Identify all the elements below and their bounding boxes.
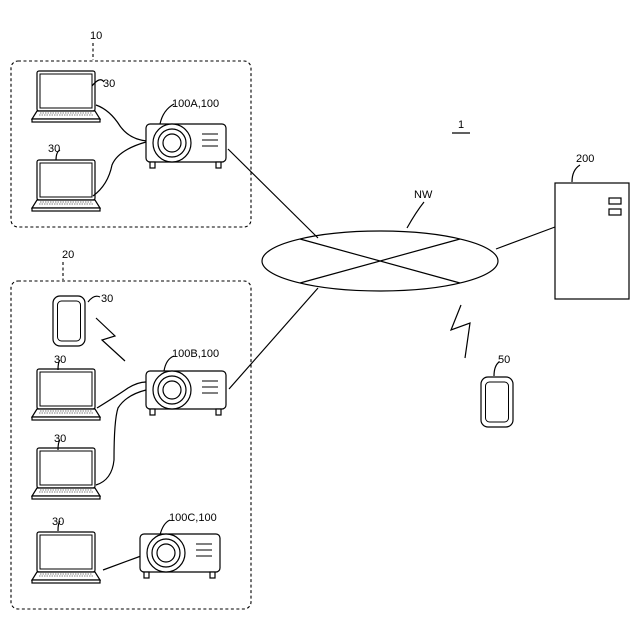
projector-a-label: 100A,100 xyxy=(172,98,219,110)
terminal-laptop-1 xyxy=(32,71,100,122)
group-20-label: 20 xyxy=(62,249,74,261)
server xyxy=(555,183,629,299)
link-server-network xyxy=(496,227,555,249)
system-label: 1 xyxy=(458,119,464,131)
cable-terminal-1-projector-a xyxy=(96,105,148,141)
network-ellipse xyxy=(262,231,498,291)
server-leader xyxy=(572,165,580,182)
projector-100b xyxy=(146,371,226,415)
cable-terminal-2-projector-a xyxy=(93,142,146,196)
link-projector-a-network xyxy=(228,149,318,238)
terminal-laptop-6 xyxy=(32,532,100,583)
network-label: NW xyxy=(414,189,433,201)
terminal-2-label: 30 xyxy=(48,143,60,155)
link-projector-b-network xyxy=(229,288,318,389)
terminal-laptop-2 xyxy=(32,160,100,211)
mobile-device xyxy=(481,377,513,427)
terminal-laptop-5 xyxy=(32,448,100,499)
mobile-device-label: 50 xyxy=(498,354,510,366)
link-terminal-6-projector-c xyxy=(103,556,141,570)
network-leader xyxy=(407,202,424,228)
projector-c-label: 100C,100 xyxy=(169,512,217,524)
projector-100c xyxy=(140,534,220,578)
wireless-signal-terminal-3 xyxy=(96,318,125,361)
terminal-5-label: 30 xyxy=(54,433,66,445)
projector-100a xyxy=(146,124,226,168)
server-label: 200 xyxy=(576,153,594,165)
projector-b-label: 100B,100 xyxy=(172,348,219,360)
terminal-3-leader xyxy=(88,296,100,302)
terminal-3-label: 30 xyxy=(101,293,113,305)
terminal-1-label: 30 xyxy=(103,78,115,90)
terminal-6-label: 30 xyxy=(52,516,64,528)
group-10-label: 10 xyxy=(90,30,102,42)
terminal-phone-3 xyxy=(53,296,85,346)
terminal-laptop-4 xyxy=(32,369,100,420)
wireless-signal-mobile xyxy=(451,305,470,358)
terminal-4-label: 30 xyxy=(54,354,66,366)
